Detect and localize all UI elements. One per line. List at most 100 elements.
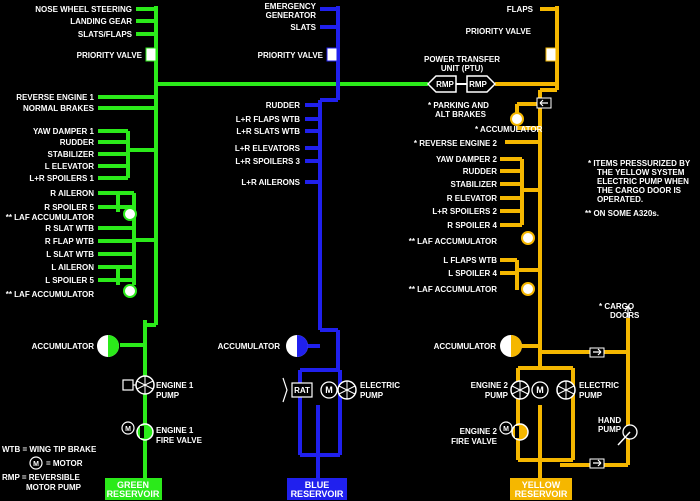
label-yellow-stabilizer: STABILIZER bbox=[450, 180, 497, 189]
svg-text:M: M bbox=[536, 385, 544, 395]
notes: * ITEMS PRESSURIZED BY THE YELLOW SYSTEM… bbox=[585, 159, 691, 218]
blue-labels: EMERGENCY GENERATOR SLATS PRIORITY VALVE… bbox=[218, 2, 401, 499]
yellow-reservoir-l1: YELLOW bbox=[522, 480, 561, 490]
label-reverse-engine-1: REVERSE ENGINE 1 bbox=[16, 93, 94, 102]
note-star-l3: ELECTRIC PUMP WHEN bbox=[597, 177, 689, 186]
label-generator: GENERATOR bbox=[266, 11, 317, 20]
svg-text:M: M bbox=[325, 385, 333, 395]
label-green-accumulator: ACCUMULATOR bbox=[32, 342, 95, 351]
label-r-aileron: R AILERON bbox=[50, 189, 94, 198]
label-engine-1-pump-l2: PUMP bbox=[156, 391, 180, 400]
legend-rmp-l2: MOTOR PUMP bbox=[26, 483, 82, 492]
legend-wtb: WTB = WING TIP BRAKE bbox=[2, 445, 97, 454]
label-electric-pump-l1: ELECTRIC bbox=[360, 381, 400, 390]
green-reservoir-l2: RESERVOIR bbox=[107, 489, 160, 499]
label-rmp-right: RMP bbox=[469, 80, 487, 89]
label-elevators: L+R ELEVATORS bbox=[235, 144, 301, 153]
label-yellow-priority-valve: PRIORITY VALVE bbox=[466, 27, 532, 36]
svg-text:M: M bbox=[125, 426, 131, 433]
label-slats-flaps: SLATS/FLAPS bbox=[78, 30, 133, 39]
label-spoilers-1: L+R SPOILERS 1 bbox=[29, 174, 94, 183]
green-reservoir-l1: GREEN bbox=[117, 480, 149, 490]
label-stabilizer: STABILIZER bbox=[47, 150, 94, 159]
label-l-elevator: L ELEVATOR bbox=[45, 162, 94, 171]
label-l-flaps-wtb: L FLAPS WTB bbox=[443, 256, 497, 265]
note-star-l4: THE CARGO DOOR IS bbox=[597, 186, 682, 195]
label-yaw-damper-1: YAW DAMPER 1 bbox=[33, 127, 95, 136]
label-engine-2-fire-valve-l1: ENGINE 2 bbox=[460, 427, 498, 436]
label-hand-pump-l2: PUMP bbox=[598, 425, 622, 434]
label-r-slat-wtb: R SLAT WTB bbox=[45, 224, 94, 233]
blue-components: M bbox=[282, 47, 357, 500]
label-r-spoiler-5: R SPOILER 5 bbox=[44, 203, 94, 212]
label-engine-1-fire-valve-l1: ENGINE 1 bbox=[156, 426, 194, 435]
green-labels: NOSE WHEEL STEERING LANDING GEAR SLATS/F… bbox=[6, 5, 203, 499]
label-l-slat-wtb: L SLAT WTB bbox=[46, 250, 94, 259]
label-cargo-l2: DOORS bbox=[610, 311, 640, 320]
label-flaps-wtb: L+R FLAPS WTB bbox=[236, 115, 300, 124]
legend-rmp-l1: RMP = REVERSIBLE bbox=[2, 473, 81, 482]
label-priority-valve: PRIORITY VALVE bbox=[77, 51, 143, 60]
label-rat: RAT bbox=[294, 386, 310, 395]
label-nose-wheel-steering: NOSE WHEEL STEERING bbox=[35, 5, 132, 14]
label-l-spoiler-5: L SPOILER 5 bbox=[45, 276, 94, 285]
label-parking-l1: * PARKING AND bbox=[428, 101, 489, 110]
note-double-star: ** ON SOME A320s. bbox=[585, 209, 659, 218]
legend-motor: = MOTOR bbox=[46, 459, 83, 468]
label-reverse-engine-2: * REVERSE ENGINE 2 bbox=[414, 139, 498, 148]
label-yellow-laf-1: ** LAF ACCUMULATOR bbox=[409, 237, 498, 246]
label-emergency: EMERGENCY bbox=[264, 2, 316, 11]
label-yaw-damper-2: YAW DAMPER 2 bbox=[436, 155, 498, 164]
label-electric-pump-l2: PUMP bbox=[360, 391, 384, 400]
yellow-system bbox=[495, 6, 630, 478]
label-yellow-accumulator-upper: * ACCUMULATOR bbox=[475, 125, 543, 134]
label-engine-2-fire-valve-l2: FIRE VALVE bbox=[451, 437, 498, 446]
label-yellow-rudder: RUDDER bbox=[463, 167, 497, 176]
legend-motor-symbol: M bbox=[33, 461, 39, 468]
label-yellow-laf-2: ** LAF ACCUMULATOR bbox=[409, 285, 498, 294]
label-spoilers-2: L+R SPOILERS 2 bbox=[432, 207, 497, 216]
blue-system bbox=[298, 6, 342, 478]
label-blue-priority-valve: PRIORITY VALVE bbox=[258, 51, 324, 60]
note-star-l1: * ITEMS PRESSURIZED BY bbox=[588, 159, 691, 168]
label-laf-accumulator-2: ** LAF ACCUMULATOR bbox=[6, 290, 95, 299]
label-cargo-l1: * CARGO bbox=[599, 302, 634, 311]
label-ptu-l1: POWER TRANSFER bbox=[424, 55, 500, 64]
label-hand-pump-l1: HAND bbox=[598, 416, 621, 425]
svg-text:M: M bbox=[503, 426, 509, 433]
label-normal-brakes: NORMAL BRAKES bbox=[23, 104, 95, 113]
label-blue-rudder: RUDDER bbox=[266, 101, 300, 110]
label-blue-accumulator: ACCUMULATOR bbox=[218, 342, 281, 351]
label-spoilers-3: L+R SPOILERS 3 bbox=[235, 157, 300, 166]
note-star-l2: THE YELLOW SYSTEM bbox=[597, 168, 685, 177]
green-system bbox=[98, 6, 428, 478]
label-engine-1-pump-l1: ENGINE 1 bbox=[156, 381, 194, 390]
label-l-spoiler-4: L SPOILER 4 bbox=[448, 269, 497, 278]
label-engine-2-pump-l2: PUMP bbox=[485, 391, 509, 400]
label-engine-1-fire-valve-l2: FIRE VALVE bbox=[156, 436, 203, 445]
label-ailerons: L+R AILERONS bbox=[241, 178, 300, 187]
yellow-components: M M bbox=[426, 47, 638, 500]
label-laf-accumulator-1: ** LAF ACCUMULATOR bbox=[6, 213, 95, 222]
motor-symbol-icon bbox=[29, 456, 43, 470]
legend: WTB = WING TIP BRAKE M = MOTOR RMP = REV… bbox=[2, 445, 97, 492]
label-r-flap-wtb: R FLAP WTB bbox=[45, 237, 94, 246]
label-ptu-l2: UNIT (PTU) bbox=[441, 64, 484, 73]
yellow-labels: FLAPS PRIORITY VALVE POWER TRANSFER UNIT… bbox=[409, 5, 640, 499]
blue-reservoir-l2: RESERVOIR bbox=[291, 489, 344, 499]
label-rudder: RUDDER bbox=[60, 138, 94, 147]
green-components: M bbox=[97, 47, 162, 500]
note-star-l5: OPERATED. bbox=[597, 195, 643, 204]
label-slats-wtb: L+R SLATS WTB bbox=[236, 127, 300, 136]
label-parking-l2: ALT BRAKES bbox=[435, 110, 487, 119]
label-yellow-electric-pump-l2: PUMP bbox=[579, 391, 603, 400]
label-rmp-left: RMP bbox=[436, 80, 454, 89]
yellow-reservoir-l2: RESERVOIR bbox=[515, 489, 568, 499]
label-engine-2-pump-l1: ENGINE 2 bbox=[471, 381, 509, 390]
label-flaps: FLAPS bbox=[507, 5, 534, 14]
label-yellow-electric-pump-l1: ELECTRIC bbox=[579, 381, 619, 390]
label-landing-gear: LANDING GEAR bbox=[70, 17, 132, 26]
label-r-elevator: R ELEVATOR bbox=[447, 194, 497, 203]
blue-reservoir-l1: BLUE bbox=[305, 480, 330, 490]
